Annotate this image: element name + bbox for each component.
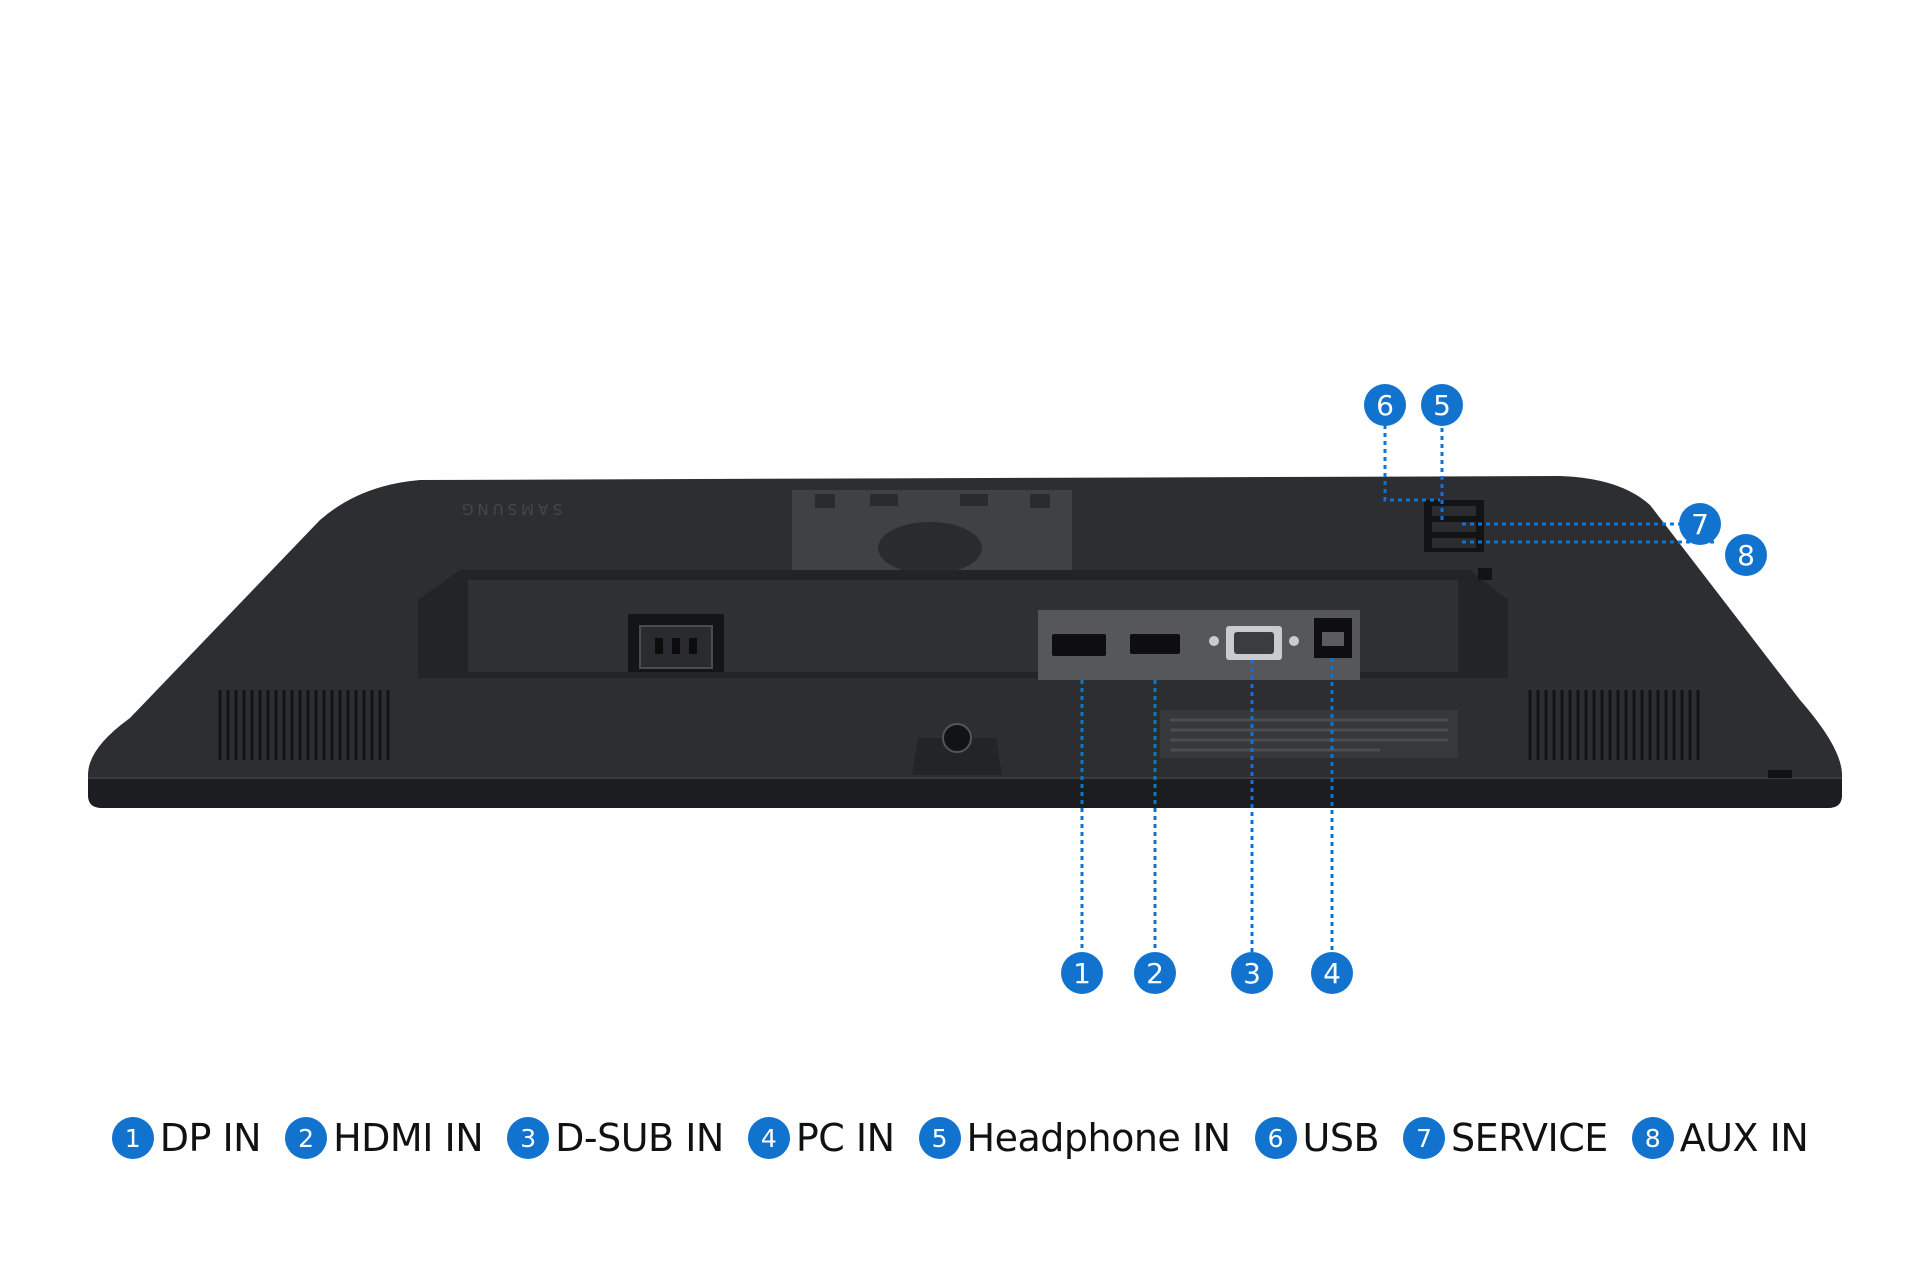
legend-badge: 6 — [1254, 1117, 1297, 1159]
legend-item-pc-in: 4 PC IN — [747, 1116, 895, 1160]
left-vent — [218, 690, 390, 760]
monitor-body: SAMSUNG — [88, 476, 1842, 808]
callout-4: 4 — [1311, 952, 1353, 994]
lock-screw-housing — [912, 738, 1002, 775]
kensington-slot-right — [1768, 770, 1792, 778]
legend-item-dp-in: 1 DP IN — [111, 1116, 262, 1160]
monitor-bottom-edge — [88, 778, 1842, 808]
legend-badge: 5 — [918, 1117, 961, 1159]
callout-6: 6 — [1364, 384, 1406, 426]
svg-text:1: 1 — [1073, 957, 1091, 990]
legend-label: USB — [1302, 1116, 1380, 1160]
svg-text:8: 8 — [1737, 539, 1755, 572]
svg-text:5: 5 — [1433, 389, 1451, 422]
hdmi-port — [1130, 634, 1180, 654]
lock-screw — [942, 723, 972, 753]
legend-badge: 3 — [507, 1117, 550, 1159]
legend-label: PC IN — [795, 1116, 895, 1160]
legend-label: Headphone IN — [966, 1116, 1232, 1160]
legend-item-dsub-in: 3 D-SUB IN — [507, 1116, 724, 1160]
legend-badge: 7 — [1403, 1117, 1446, 1159]
callout-3: 3 — [1231, 952, 1273, 994]
stand-mount-hub — [878, 522, 982, 574]
callout-5: 5 — [1421, 384, 1463, 426]
legend-badge: 1 — [111, 1117, 154, 1159]
legend-label: AUX IN — [1679, 1116, 1809, 1160]
kensington-slot — [1478, 568, 1492, 580]
dp-port — [1052, 634, 1106, 656]
svg-text:7: 7 — [1691, 508, 1709, 541]
legend-label: SERVICE — [1451, 1116, 1608, 1160]
legend-item-hdmi-in: 2 HDMI IN — [285, 1116, 484, 1160]
legend-item-usb: 6 USB — [1254, 1116, 1380, 1160]
right-vent — [1528, 690, 1700, 760]
brand-mark: SAMSUNG — [458, 500, 562, 518]
svg-text:6: 6 — [1376, 389, 1394, 422]
svg-text:3: 3 — [1243, 957, 1261, 990]
legend-label: D-SUB IN — [555, 1116, 724, 1160]
legend-badge: 2 — [285, 1117, 328, 1159]
legend-badge: 8 — [1631, 1117, 1674, 1159]
svg-text:2: 2 — [1146, 957, 1164, 990]
port-legend: 1 DP IN 2 HDMI IN 3 D-SUB IN 4 PC IN 5 H… — [0, 1108, 1920, 1168]
callout-2: 2 — [1134, 952, 1176, 994]
callout-leaders — [1080, 425, 1716, 952]
callout-7: 7 — [1679, 503, 1721, 545]
legend-item-service: 7 SERVICE — [1403, 1116, 1608, 1160]
legend-item-headphone-in: 5 Headphone IN — [918, 1116, 1232, 1160]
legend-label: DP IN — [159, 1116, 262, 1160]
legend-badge: 4 — [747, 1117, 790, 1159]
callout-1: 1 — [1061, 952, 1103, 994]
callout-8: 8 — [1725, 534, 1767, 576]
legend-item-aux-in: 8 AUX IN — [1631, 1116, 1809, 1160]
svg-text:4: 4 — [1323, 957, 1341, 990]
legend-label: HDMI IN — [333, 1116, 484, 1160]
